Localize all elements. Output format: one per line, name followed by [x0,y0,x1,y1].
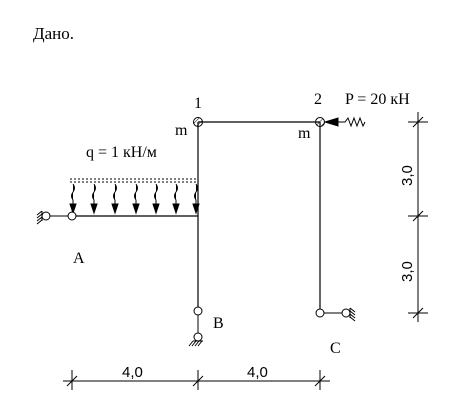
label-support-B: B [213,315,224,332]
force-P-arrow [323,116,366,128]
label-m1: m [175,122,188,139]
label-m2: m [298,125,311,142]
dim-label-horizontal-2: 4,0 [247,364,268,381]
node-2-hinge [315,117,325,127]
label-support-C: C [330,340,341,357]
support-C [315,307,356,322]
frame-members [75,121,321,313]
node-1-hinge [193,117,203,127]
distributed-load-q [69,178,200,215]
label-load-q: q = 1 кН/м [86,144,157,161]
dim-label-vertical-1: 3,0 [399,165,416,186]
dimension-vertical [408,112,428,322]
label-support-A: A [73,250,85,267]
dim-label-horizontal-1: 4,0 [122,364,143,381]
dim-label-vertical-2: 3,0 [399,261,416,282]
dimension-horizontal [63,370,330,390]
label-node-2: 2 [314,91,322,108]
label-node-1: 1 [194,95,202,112]
support-A [36,210,77,225]
heading: Дано. [33,24,74,43]
label-force-P: P = 20 кН [345,91,410,108]
support-B [188,306,203,347]
load-arrows [69,183,200,215]
